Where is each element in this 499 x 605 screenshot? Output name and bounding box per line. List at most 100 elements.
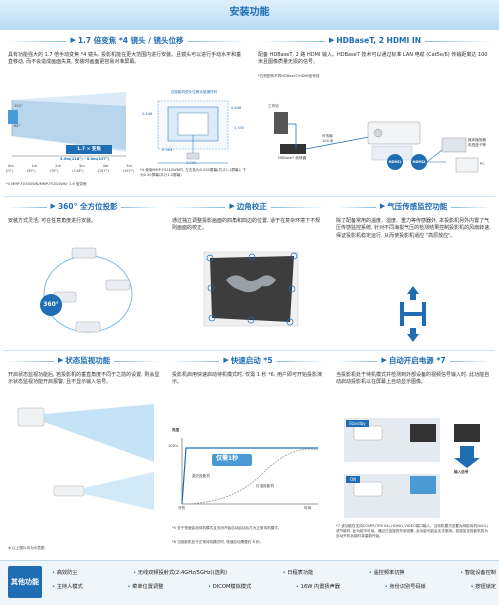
pressure-section: ▶气压传感监控功能 除了配备常用的温度、湿度、重力等传感器外, 本投影机另外内置… xyxy=(332,200,495,348)
keystone-section: ▶边角校正 通过独立调整投影画面的四角和四边的位置, 适于在复杂环境下不规则画面… xyxy=(168,200,328,348)
tick-label: 2m xyxy=(55,164,62,168)
altitude-icon xyxy=(392,286,434,342)
page-title: 安装功能 xyxy=(229,7,270,18)
rotate-section: ▶360° 全方位投影 安装方式灵活, 可在任意角度进行安装。 360° xyxy=(4,200,164,348)
rotate-illustration xyxy=(28,240,148,340)
lens-description: 具有功能强大的 1.7 倍手动变焦 *4 镜头, 投影机能在更大范围内进行安装。… xyxy=(8,52,242,66)
quickstart-chart: 亮度 100% 仅需1秒 激光投影机 灯泡投影机 开机 时间 xyxy=(168,428,322,514)
hdmi2-badge: HDMI2 xyxy=(412,160,426,164)
label-laser: 激光投影机 xyxy=(192,474,210,478)
feature-list-row2: 主持人模式 菜单位置调整 DICOM模拟模式 16W 内置扬声器 身份识别号码锁… xyxy=(52,584,496,591)
autopower-illustration: Standby 输入信号 ON xyxy=(340,416,490,520)
quickstart-note-2: *6 当投影机处于正常待机模式时, 快速启动需要约 8 秒。 xyxy=(172,540,264,544)
tick-label: 5m xyxy=(126,164,132,168)
tick-label: 3m xyxy=(78,164,85,168)
tick-label: (79") xyxy=(49,169,59,173)
chart-y100: 100% xyxy=(168,444,179,448)
chart-xlabel-time: 时间 xyxy=(304,506,312,510)
status-illustration xyxy=(14,398,160,534)
autopower-note: *7 该功能仅支持COMPUTER IN1,HDMI1,VIDEO端口输入。当待… xyxy=(336,524,489,538)
chevron-icon: ▶ xyxy=(379,202,386,211)
label-workstation: 工作站 xyxy=(268,104,279,108)
feature-item: 菜单位置调整 xyxy=(127,584,163,591)
one-second-badge: 仅需1秒 xyxy=(216,455,239,462)
label-tv-box: 电视盒子等 xyxy=(468,143,486,147)
lens-shift-diagram: 当投影机镜头位移功能操作时 0.846 0.446 1.355 0.363 1.… xyxy=(138,90,250,192)
chart-xlabel-on: 开机 xyxy=(178,506,186,510)
chevron-icon: ▶ xyxy=(329,36,335,45)
feature-item: 无线双频投射式(2.4GHz/5GHz)(选购) xyxy=(133,570,227,577)
label-media-player: 媒体播放器 xyxy=(468,138,486,142)
hdbaset-diagram: 工作站 HDBaseT 转换器 可传输 100 米 HDMI1 HDMI2 媒体… xyxy=(256,100,494,180)
lens-section-title: ▶1.7 倍变焦 *4 镜头 / 镜头位移 xyxy=(4,34,250,48)
on-badge: ON xyxy=(346,476,361,484)
feature-item: 主持人模式 xyxy=(52,584,83,591)
tick-label: 4m xyxy=(102,164,109,168)
row-divider xyxy=(4,350,495,351)
label-pc: PC xyxy=(480,162,485,166)
feature-item: 日程表功能 xyxy=(283,570,313,577)
label-input-signal: 输入信号 xyxy=(454,470,469,474)
hdbaset-note: *右侧配有不同HDBaseT/HDMI信号线 xyxy=(258,74,320,78)
label-lamp: 灯泡投影机 xyxy=(256,484,274,488)
autopower-description: 当投影机处于待机模式并检测到外部设备的视频信号输入时, 此功能自动启动投影机以在… xyxy=(336,372,490,386)
row-divider xyxy=(4,196,495,197)
feature-item: 16W 内置扬声器 xyxy=(296,584,340,591)
chevron-icon: ▶ xyxy=(229,202,235,211)
feature-list-row1: 高效防尘 无线双频投射式(2.4GHz/5GHz)(选购) 日程表功能 遥控频率… xyxy=(52,570,496,577)
axis-bottom-label: 60" xyxy=(14,124,21,128)
feature-item: 身份识别号码锁 xyxy=(385,584,425,591)
distance-ticks: 0m 1m 2m 3m 4m 5m xyxy=(8,164,132,169)
feature-item: 高效防尘 xyxy=(52,570,78,577)
label-distance: 可传输 xyxy=(322,134,333,138)
label-converter: HDBaseT 转换器 xyxy=(277,156,307,160)
pressure-section-title: ▶气压传感监控功能 xyxy=(332,200,495,214)
tick-label: (157") xyxy=(97,169,109,173)
hdbaset-description: 配备 HDBaseT, 2 路 HDMI 输入。HDBaseT 技术可以通过标准… xyxy=(258,52,488,66)
zoom-range-label: 1.7 × 变焦 xyxy=(77,147,101,152)
distance-ticks-inch: (0") (39") (79") (118") (157") (197") xyxy=(6,169,134,174)
pressure-description: 除了配备常用的温度、湿度、重力等传感器外, 本投影机另外内置了气压传感监控系统,… xyxy=(336,218,491,239)
tick-label: (118") xyxy=(72,169,84,173)
rotate-section-title: ▶360° 全方位投影 xyxy=(4,200,164,214)
shift-caption: 当投影机镜头位移功能操作时 xyxy=(170,90,218,94)
keystone-description: 通过独立调整投影画面的四角和四边的位置, 适于在复杂环境下不规则画面的校正。 xyxy=(172,218,321,232)
quickstart-section-title: ▶快速启动 *5 xyxy=(168,354,328,368)
axis-top-label: 100" xyxy=(14,104,23,108)
rotate-description: 安装方式灵活, 可在任意角度进行安装。 xyxy=(8,218,97,224)
rotate-360-badge: 360° xyxy=(40,294,62,316)
dim-w3: 1.092 xyxy=(186,161,197,165)
feature-item: 按钮锁定 xyxy=(470,584,496,591)
quickstart-note-1: *5 处于快速启动待机模式且关闭开始自动启动后方为正常待机模式。 xyxy=(172,526,282,530)
feature-item: 智能设备控制 xyxy=(460,570,496,577)
lens-footnote: *4 MMP-FX300WN/MMP-FS310WN: 1.6 倍变焦 xyxy=(6,182,87,186)
tick-label: (39") xyxy=(26,169,36,173)
dim-h2: 0.446 xyxy=(142,112,153,116)
zoom-range-value: 3.0m(118") - 5.0m(197") xyxy=(60,157,110,161)
chart-ylabel: 亮度 xyxy=(172,428,180,432)
status-description: 开启状态监视功能后, 若投影机的垂直角度不同于之前的设置, 则会显示状态监视功能… xyxy=(8,372,160,386)
other-features-label: 其他功能 xyxy=(8,566,42,598)
lens-section: ▶1.7 倍变焦 *4 镜头 / 镜头位移 具有功能强大的 1.7 倍手动变焦 … xyxy=(4,34,250,194)
quickstart-section: ▶快速启动 *5 投影机启用快速启动待机模式时, 仅需 1 秒 *6, 用户即可… xyxy=(168,354,328,558)
other-features-footer xyxy=(0,560,499,605)
chevron-icon: ▶ xyxy=(223,356,229,365)
tick-label: (0") xyxy=(6,169,13,173)
tick-label: 0m xyxy=(8,164,14,168)
keystone-section-title: ▶边角校正 xyxy=(168,200,328,214)
hdbaset-section: ▶HDBaseT, 2 HDMI IN 配备 HDBaseT, 2 路 HDMI… xyxy=(254,34,496,194)
label-distance-100m: 100 米 xyxy=(322,139,334,143)
chevron-icon: ▶ xyxy=(50,202,56,211)
hdmi1-badge: HDMI1 xyxy=(388,160,402,164)
tick-label: (197") xyxy=(122,169,134,173)
chevron-icon: ▶ xyxy=(381,356,387,365)
status-note: ※ 以上图片均为示意图 xyxy=(8,546,45,550)
keystone-illustration xyxy=(198,246,304,332)
dim-w2: 0.363 xyxy=(162,148,173,152)
feature-item: DICOM模拟模式 xyxy=(208,584,251,591)
tick-label: 1m xyxy=(31,164,38,168)
autopower-section: ▶自动开启电源 *7 当投影机处于待机模式并检测到外部设备的视频信号输入时, 此… xyxy=(332,354,495,558)
feature-item: 遥控频率切换 xyxy=(369,570,404,577)
standby-badge: Standby xyxy=(346,420,369,428)
dim-h1: 0.846 xyxy=(231,106,242,110)
